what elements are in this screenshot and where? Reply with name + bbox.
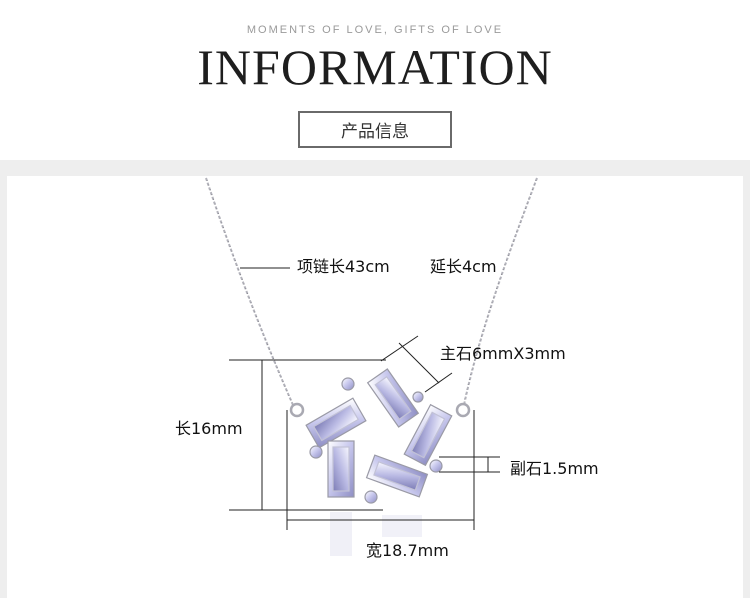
section-label: 产品信息 — [298, 111, 452, 148]
pendant — [305, 368, 453, 504]
chain-length-label: 项链长43cm — [297, 257, 390, 276]
extension-label: 延长4cm — [430, 257, 497, 276]
side-stone-label: 副石1.5mm — [510, 459, 599, 478]
main-stone-label: 主石6mmX3mm — [440, 344, 566, 363]
dimension-lines — [229, 267, 500, 530]
length-label: 长16mm — [175, 419, 243, 438]
width-label: 宽18.7mm — [366, 541, 449, 560]
chain — [205, 177, 538, 406]
page-title: INFORMATION — [197, 39, 553, 95]
chain-shadow — [206, 179, 537, 408]
header-tagline: MOMENTS OF LOVE, GIFTS OF LOVE — [246, 24, 504, 36]
jump-rings — [289, 402, 471, 418]
